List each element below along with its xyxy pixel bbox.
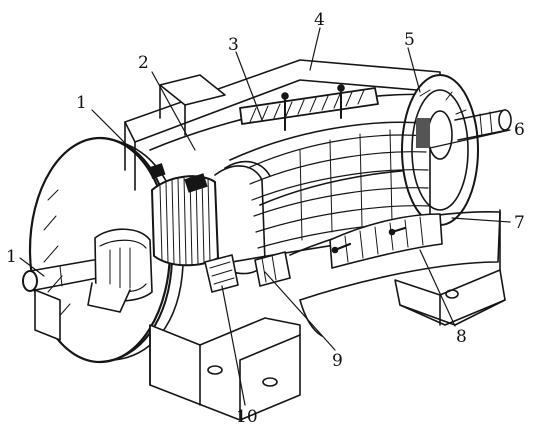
leader-c4 [309, 27, 321, 71]
callout-2: 2 [138, 53, 149, 73]
leader-c3 [235, 51, 263, 121]
leader-c9 [264, 271, 336, 351]
leader-lines [19, 27, 511, 406]
leader-c6 [429, 129, 511, 149]
lower-frame-cylinder [289, 211, 501, 337]
leader-c10 [221, 285, 246, 406]
mounting-feet [34, 209, 506, 421]
leader-c1-top [91, 109, 151, 169]
leader-c2 [151, 71, 196, 151]
main-pole-block [239, 84, 379, 131]
callout-10: 10 [236, 407, 258, 427]
callout-1-shaft: 1 [6, 247, 17, 267]
leader-c1-shaft [19, 257, 45, 277]
leader-c7 [451, 217, 511, 223]
commutator [151, 160, 271, 275]
callout-3: 3 [228, 35, 239, 55]
leader-c5 [407, 47, 421, 93]
shaft-left [22, 228, 153, 313]
callout-8: 8 [456, 327, 467, 347]
callout-5: 5 [404, 30, 415, 50]
callout-7: 7 [514, 213, 525, 233]
callout-6: 6 [514, 120, 525, 140]
brush-holders [148, 163, 291, 293]
callout-9: 9 [332, 351, 343, 371]
leader-c8 [419, 249, 456, 327]
callout-4: 4 [314, 10, 325, 30]
callout-1-top: 1 [76, 93, 87, 113]
callout-labels: 1 2 3 4 5 6 7 8 9 10 1 [6, 10, 525, 427]
